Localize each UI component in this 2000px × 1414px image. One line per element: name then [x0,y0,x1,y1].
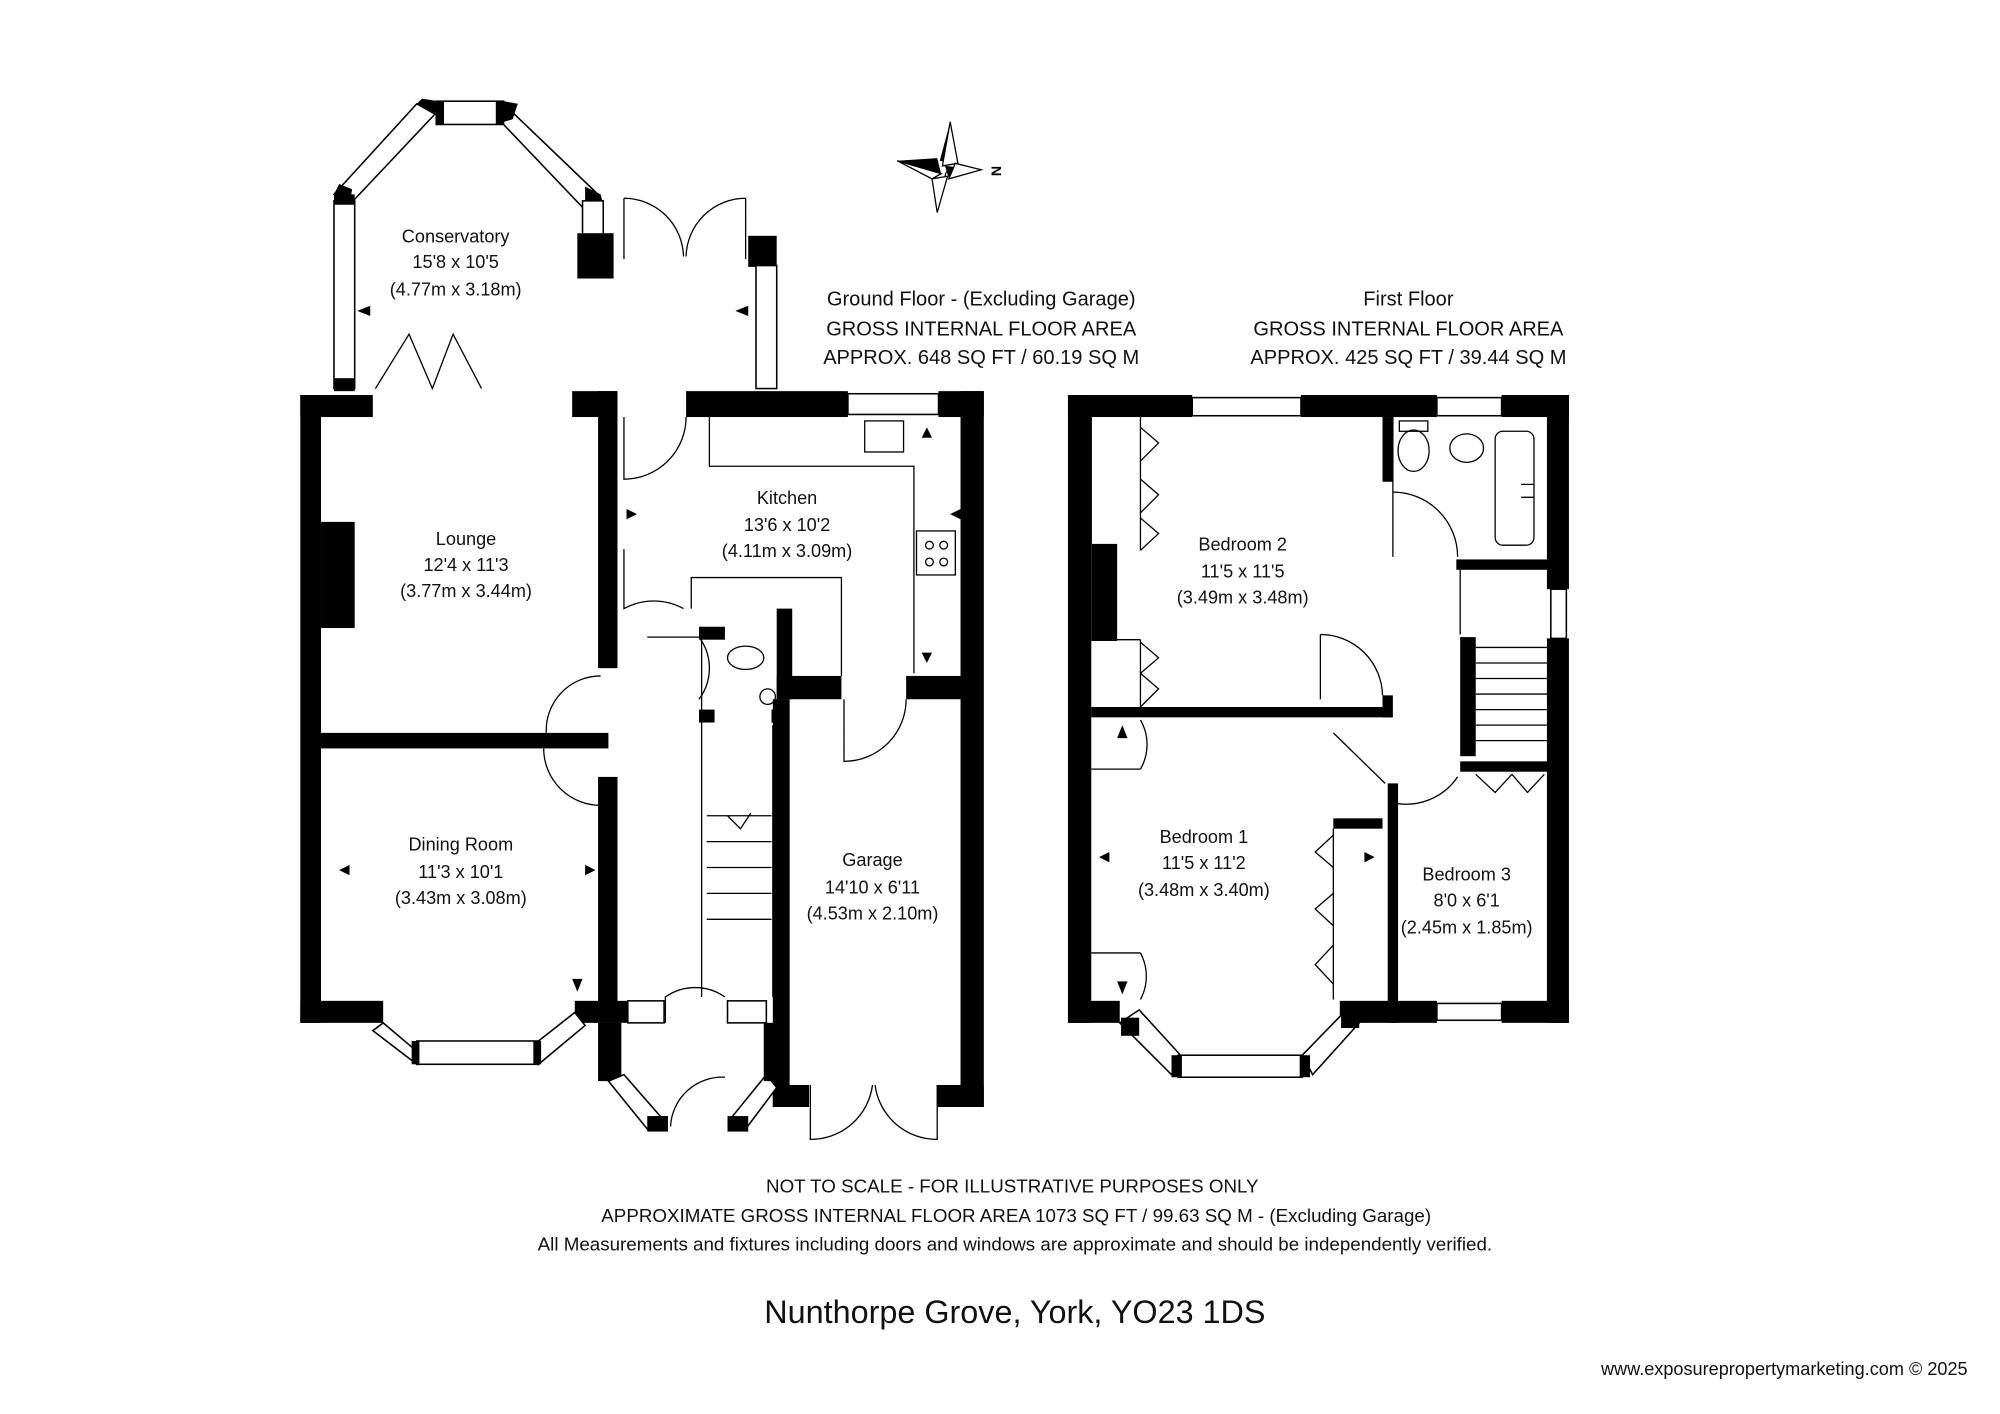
room-dimensions-metric: (3.49m x 3.48m) [1177,587,1309,607]
room-dimensions-imperial: 11'3 x 10'1 [418,862,503,882]
first-floor-area-label: GROSS INTERNAL FLOOR AREA [1253,318,1564,340]
room-dimensions-imperial: 11'5 x 11'2 [1162,853,1246,873]
room-bedroom-1: Bedroom 1 11'5 x 11'2 (3.48m x 3.40m) [1138,827,1270,900]
ground-floor-area-label: GROSS INTERNAL FLOOR AREA [826,318,1137,340]
ground-floor-area-summary: Ground Floor - (Excluding Garage) GROSS … [823,289,1139,369]
first-floor-heading: First Floor [1363,289,1454,311]
disclaimer-scale: NOT TO SCALE - FOR ILLUSTRATIVE PURPOSES… [766,1175,1259,1196]
measurements-disclaimer: All Measurements and fixtures including … [538,1234,1492,1255]
ground-floor-area-value: APPROX. 648 SQ FT / 60.19 SQ M [823,347,1139,369]
compass-north-label: N [988,166,1004,176]
room-dimensions-metric: (3.77m x 3.44m) [400,581,532,601]
ground-floor-plan: Conservatory 15'8 x 10'5 (4.77m x 3.18m)… [300,98,984,1141]
ground-floor-walls [300,391,984,1132]
room-name: Conservatory [402,226,511,246]
room-conservatory: Conservatory 15'8 x 10'5 (4.77m x 3.18m) [390,226,522,299]
room-dimensions-imperial: 11'5 x 11'5 [1201,562,1285,582]
room-garage: Garage 14'10 x 6'11 (4.53m x 2.10m) [807,850,939,923]
room-name: Bedroom 2 [1198,534,1287,554]
room-bedroom-3: Bedroom 3 8'0 x 6'1 (2.45m x 1.85m) [1401,864,1533,937]
room-dimensions-metric: (4.77m x 3.18m) [390,279,522,299]
room-dimensions-metric: (2.45m x 1.85m) [1401,918,1533,938]
room-bedroom-2: Bedroom 2 11'5 x 11'5 (3.49m x 3.48m) [1177,534,1309,607]
first-floor-area-value: APPROX. 425 SQ FT / 39.44 SQ M [1250,347,1566,369]
room-dining-room: Dining Room 11'3 x 10'1 (3.43m x 3.08m) [395,835,527,908]
room-dimensions-imperial: 15'8 x 10'5 [412,252,498,272]
footer-website-copyright: www.exposurepropertymarketing.com © 2025 [1600,1359,1968,1379]
conservatory-walls [332,98,778,392]
room-dimensions-metric: (4.11m x 3.09m) [722,541,853,561]
room-name: Bedroom 1 [1160,827,1249,847]
room-name: Garage [842,850,902,870]
room-kitchen: Kitchen 13'6 x 10'2 (4.11m x 3.09m) [722,488,853,561]
property-address: Nunthorpe Grove, York, YO23 1DS [764,1294,1265,1330]
room-dimensions-imperial: 8'0 x 6'1 [1434,890,1500,910]
room-name: Lounge [436,529,496,549]
first-floor-plan: Bedroom 2 11'5 x 11'5 (3.49m x 3.48m) Be… [1067,395,1569,1079]
room-dimensions-imperial: 12'4 x 11'3 [423,555,508,575]
north-compass-icon: N [896,121,1004,213]
room-dimensions-metric: (4.53m x 2.10m) [807,903,939,923]
room-name: Dining Room [408,835,513,855]
room-name: Bedroom 3 [1422,864,1511,884]
first-floor-walls [1067,395,1569,1079]
first-floor-area-summary: First Floor GROSS INTERNAL FLOOR AREA AP… [1250,289,1566,369]
ground-floor-heading: Ground Floor - (Excluding Garage) [827,289,1136,311]
room-lounge: Lounge 12'4 x 11'3 (3.77m x 3.44m) [400,529,532,601]
room-name: Kitchen [757,488,817,508]
room-dimensions-metric: (3.43m x 3.08m) [395,888,527,908]
room-dimensions-imperial: 14'10 x 6'11 [825,877,920,897]
room-dimensions-metric: (3.48m x 3.40m) [1138,880,1270,900]
room-dimensions-imperial: 13'6 x 10'2 [744,515,830,535]
total-area-note: APPROXIMATE GROSS INTERNAL FLOOR AREA 10… [601,1205,1431,1226]
